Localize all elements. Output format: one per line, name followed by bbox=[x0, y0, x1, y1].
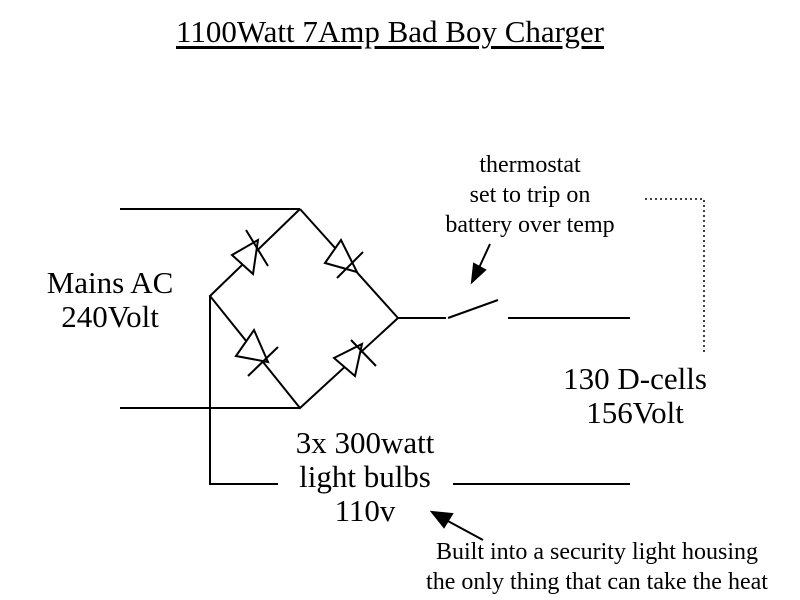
diode-bottom-right bbox=[332, 339, 377, 378]
thermostat-label: thermostat set to trip on battery over t… bbox=[445, 152, 615, 238]
cells-label: 130 D-cells 156Volt bbox=[563, 361, 707, 430]
thermal-link-dotted bbox=[645, 198, 705, 355]
thermostat-switch bbox=[447, 299, 499, 319]
diode-top-right bbox=[323, 238, 364, 279]
bridge-diamond bbox=[208, 208, 400, 410]
note-arrow bbox=[429, 510, 484, 541]
diode-bottom-left bbox=[234, 327, 279, 377]
housing-note: Built into a security light housing the … bbox=[426, 539, 768, 595]
thermostat-arrow bbox=[470, 243, 491, 285]
diode-top-left bbox=[230, 229, 269, 276]
bulbs-label: 3x 300watt light bulbs 110v bbox=[295, 425, 435, 528]
diagram-title: 1100Watt 7Amp Bad Boy Charger bbox=[175, 14, 604, 49]
mains-label: Mains AC 240Volt bbox=[46, 265, 174, 334]
bulb-return-wire bbox=[209, 296, 278, 485]
